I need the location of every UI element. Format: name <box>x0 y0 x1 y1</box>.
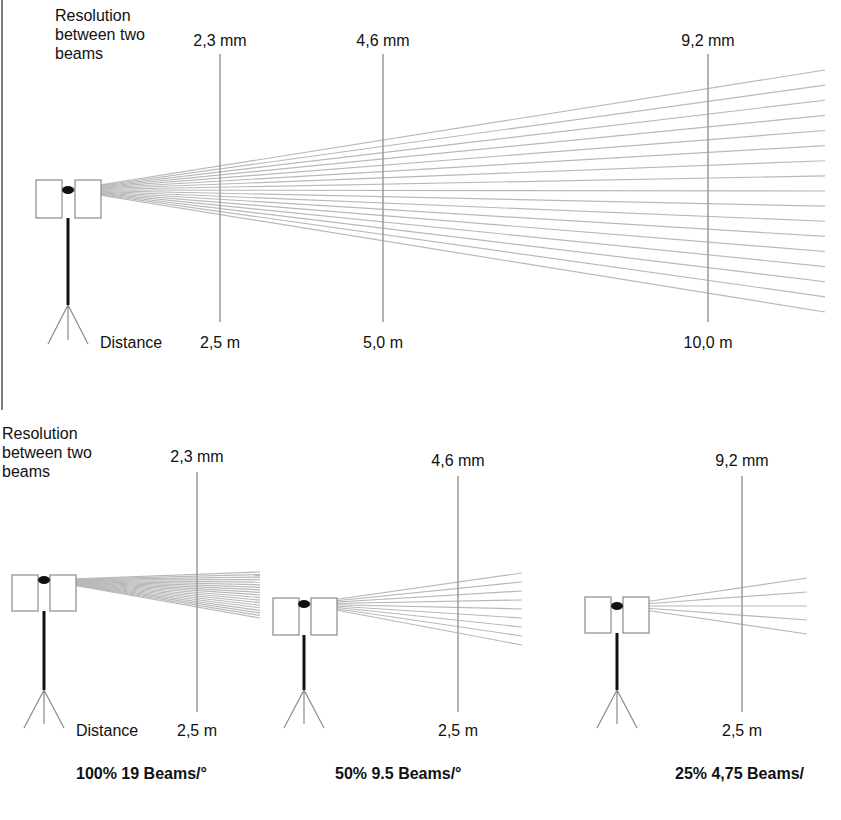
measuring-planes <box>197 54 742 712</box>
axis-heading: Distance <box>74 721 140 740</box>
laser-beam <box>68 190 825 267</box>
laser-beam <box>68 161 825 190</box>
distance-value: 10,0 m <box>682 333 735 352</box>
density-caption: 50% 9.5 Beams/° <box>333 764 463 783</box>
laser-beam <box>68 146 825 190</box>
resolution-value: 2,3 mm <box>191 31 248 50</box>
axis-heading: Resolution between two beams <box>53 6 169 63</box>
scanner-eyes <box>38 186 623 610</box>
laser-beam <box>68 190 825 312</box>
scanner-bodies <box>12 180 649 635</box>
resolution-value: 4,6 mm <box>354 31 411 50</box>
laser-beam <box>68 70 825 190</box>
laser-beam <box>68 115 825 190</box>
distance-value: 2,5 m <box>198 333 242 352</box>
axis-heading: Resolution between two beams <box>0 424 116 481</box>
density-caption: 100% 19 Beams/° <box>74 764 209 783</box>
resolution-value: 2,3 mm <box>168 447 225 466</box>
laser-beam <box>68 190 825 252</box>
tripod-stems <box>44 218 617 690</box>
axis-heading: Distance <box>98 333 164 352</box>
laser-beam <box>68 131 825 191</box>
distance-value: 2,5 m <box>436 721 480 740</box>
laser-beam <box>68 100 825 190</box>
tripod-legs <box>24 305 637 728</box>
distance-value: 2,5 m <box>720 721 764 740</box>
laser-beam <box>68 85 825 190</box>
laser-beam <box>68 190 825 282</box>
distance-value: 2,5 m <box>175 721 219 740</box>
laser-beam <box>68 176 825 190</box>
laser-beam <box>68 190 825 297</box>
resolution-value: 4,6 mm <box>429 451 486 470</box>
distance-value: 5,0 m <box>361 333 405 352</box>
resolution-value: 9,2 mm <box>679 31 736 50</box>
laser-beam <box>68 190 825 191</box>
resolution-value: 9,2 mm <box>713 451 770 470</box>
density-caption: 25% 4,75 Beams/ <box>673 764 806 783</box>
laser-beam <box>68 190 825 236</box>
separator-line <box>1 0 3 410</box>
